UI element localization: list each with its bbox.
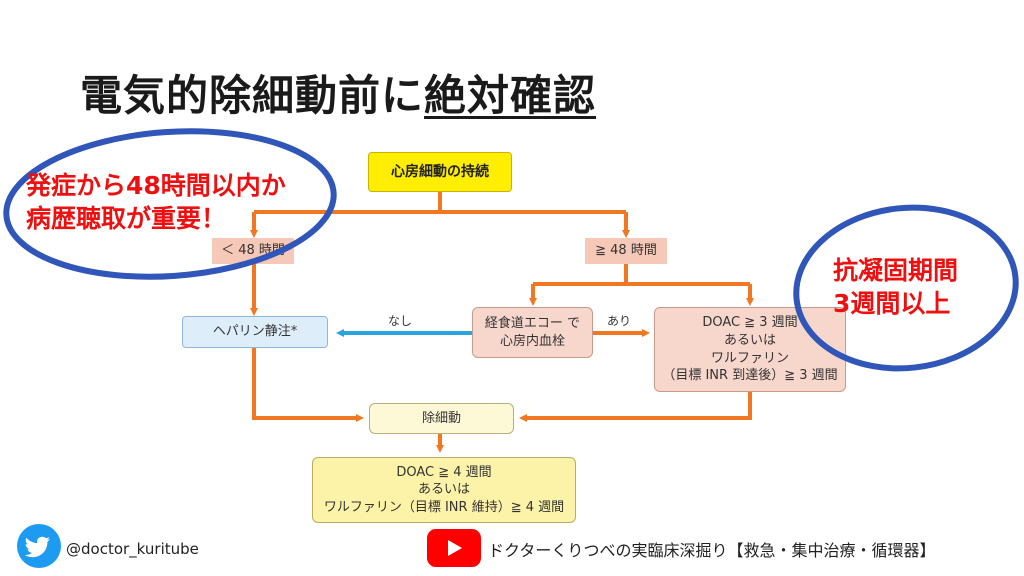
node-lt48: ＜ 48 時間 bbox=[212, 238, 294, 264]
title-underlined: 絶対確認 bbox=[424, 71, 597, 120]
node-heparin: ヘパリン静注* bbox=[182, 316, 328, 348]
node-doac-pre-line1: DOAC ≧ 3 週間 bbox=[702, 315, 798, 331]
node-cardioversion-label: 除細動 bbox=[421, 410, 461, 426]
node-af-persistence: 心房細動の持続 bbox=[368, 152, 512, 192]
node-tee-line2: 心房内血栓 bbox=[499, 333, 565, 349]
youtube-channel-name[interactable]: ドクターくりつべの実臨床深掘り【救急・集中治療・循環器】 bbox=[488, 541, 936, 560]
node-doac-post-line1: DOAC ≧ 4 週間 bbox=[396, 464, 492, 480]
edge-heparin-cardio bbox=[252, 348, 364, 422]
node-doac-pre-line3: ワルファリン bbox=[710, 350, 789, 366]
youtube-play-icon[interactable] bbox=[427, 529, 481, 567]
edge-split bbox=[254, 192, 626, 214]
edge-label-none: なし bbox=[388, 314, 413, 328]
left-callout-text: 発症から48時間以内か 病歴聴取が重要！ bbox=[26, 170, 286, 235]
node-doac-pre-line4: （目標 INR 到達後）≧ 3 週間 bbox=[662, 368, 838, 384]
node-doac-post-line2: あるいは bbox=[417, 482, 470, 498]
edge-doac1-cardio bbox=[519, 392, 752, 422]
node-heparin-label: ヘパリン静注* bbox=[212, 324, 298, 340]
node-cardioversion: 除細動 bbox=[369, 403, 514, 434]
right-callout-text: 抗凝固期間 3週間以上 bbox=[833, 255, 958, 320]
node-tee-line1: 経食道エコー で bbox=[484, 315, 581, 331]
node-ge48: ≧ 48 時間 bbox=[585, 238, 667, 264]
edge-label-present: あり bbox=[607, 314, 632, 328]
node-doac-pre: DOAC ≧ 3 週間 あるいは ワルファリン （目標 INR 到達後）≧ 3 … bbox=[654, 307, 846, 392]
right-callout-line1: 抗凝固期間 bbox=[833, 256, 959, 285]
left-callout-line2: 病歴聴取が重要！ bbox=[26, 203, 227, 233]
node-af-persistence-label: 心房細動の持続 bbox=[391, 163, 489, 180]
twitter-bird-icon[interactable] bbox=[17, 524, 61, 568]
page-title: 電気的除細動前に絶対確認 bbox=[80, 62, 596, 123]
twitter-handle[interactable]: @doctor_kuritube bbox=[66, 540, 199, 558]
node-doac-pre-line2: あるいは bbox=[723, 332, 776, 348]
node-ge48-label: ≧ 48 時間 bbox=[595, 243, 657, 259]
node-lt48-label: ＜ 48 時間 bbox=[221, 243, 285, 259]
edge-ge48-split bbox=[533, 262, 750, 286]
node-tee: 経食道エコー で 心房内血栓 bbox=[472, 307, 593, 358]
right-callout-line2: 3週間以上 bbox=[833, 288, 951, 318]
left-callout-line1: 発症から48時間以内か bbox=[26, 171, 286, 200]
node-doac-post: DOAC ≧ 4 週間 あるいは ワルファリン（目標 INR 維持）≧ 4 週間 bbox=[312, 457, 576, 523]
title-main: 電気的除細動前に bbox=[80, 71, 425, 120]
node-doac-post-line3: ワルファリン（目標 INR 維持）≧ 4 週間 bbox=[323, 499, 565, 515]
